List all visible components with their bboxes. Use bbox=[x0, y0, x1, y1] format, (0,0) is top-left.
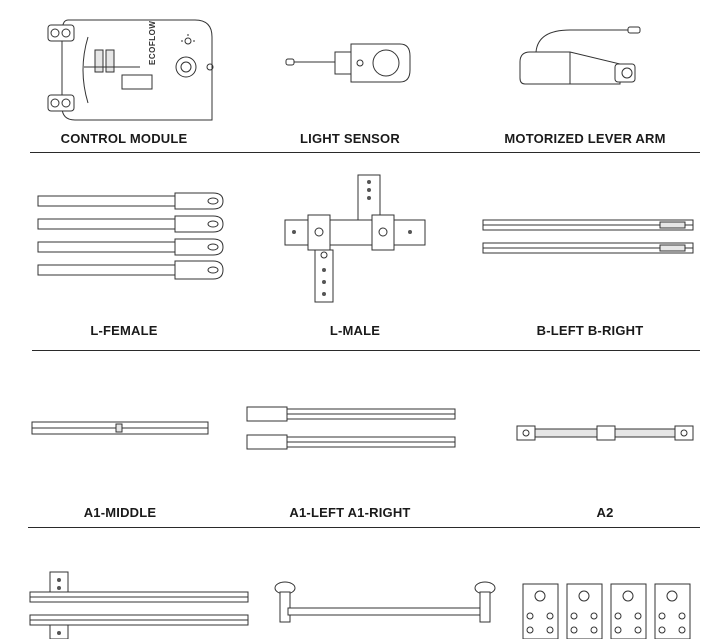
a2-drawing bbox=[515, 424, 695, 442]
a1-middle-drawing bbox=[30, 420, 210, 436]
b-left-b-right-label: B-LEFT B-RIGHT bbox=[536, 323, 644, 338]
a2-label: A2 bbox=[596, 505, 614, 520]
l-female-drawing bbox=[35, 190, 230, 280]
row-divider-2 bbox=[32, 350, 700, 351]
l-female-label: L-FEMALE bbox=[90, 323, 158, 338]
light-sensor-label: LIGHT SENSOR bbox=[300, 131, 400, 146]
row4-rail-drawing bbox=[28, 570, 253, 639]
l-male-label: L-MALE bbox=[329, 323, 381, 338]
control-module-label: CONTROL MODULE bbox=[60, 131, 188, 146]
a1-left-a1-right-label: A1-LEFT A1-RIGHT bbox=[289, 505, 411, 520]
row-divider-3 bbox=[28, 527, 700, 528]
motorized-lever-arm-drawing bbox=[510, 22, 660, 97]
a1-middle-label: A1-MIDDLE bbox=[83, 505, 157, 520]
a1-left-a1-right-drawing bbox=[245, 405, 460, 453]
motorized-lever-arm-label: MOTORIZED LEVER ARM bbox=[504, 131, 666, 146]
b-left-b-right-drawing bbox=[480, 215, 700, 260]
l-male-drawing bbox=[280, 170, 430, 305]
control-module-drawing: ECOFLOW bbox=[40, 15, 220, 125]
row4-brackets-drawing bbox=[520, 582, 700, 639]
light-sensor-drawing bbox=[280, 38, 420, 88]
row-divider-1 bbox=[30, 152, 700, 153]
control-module-branding: ECOFLOW bbox=[148, 20, 157, 65]
row4-bar-drawing bbox=[270, 578, 500, 628]
